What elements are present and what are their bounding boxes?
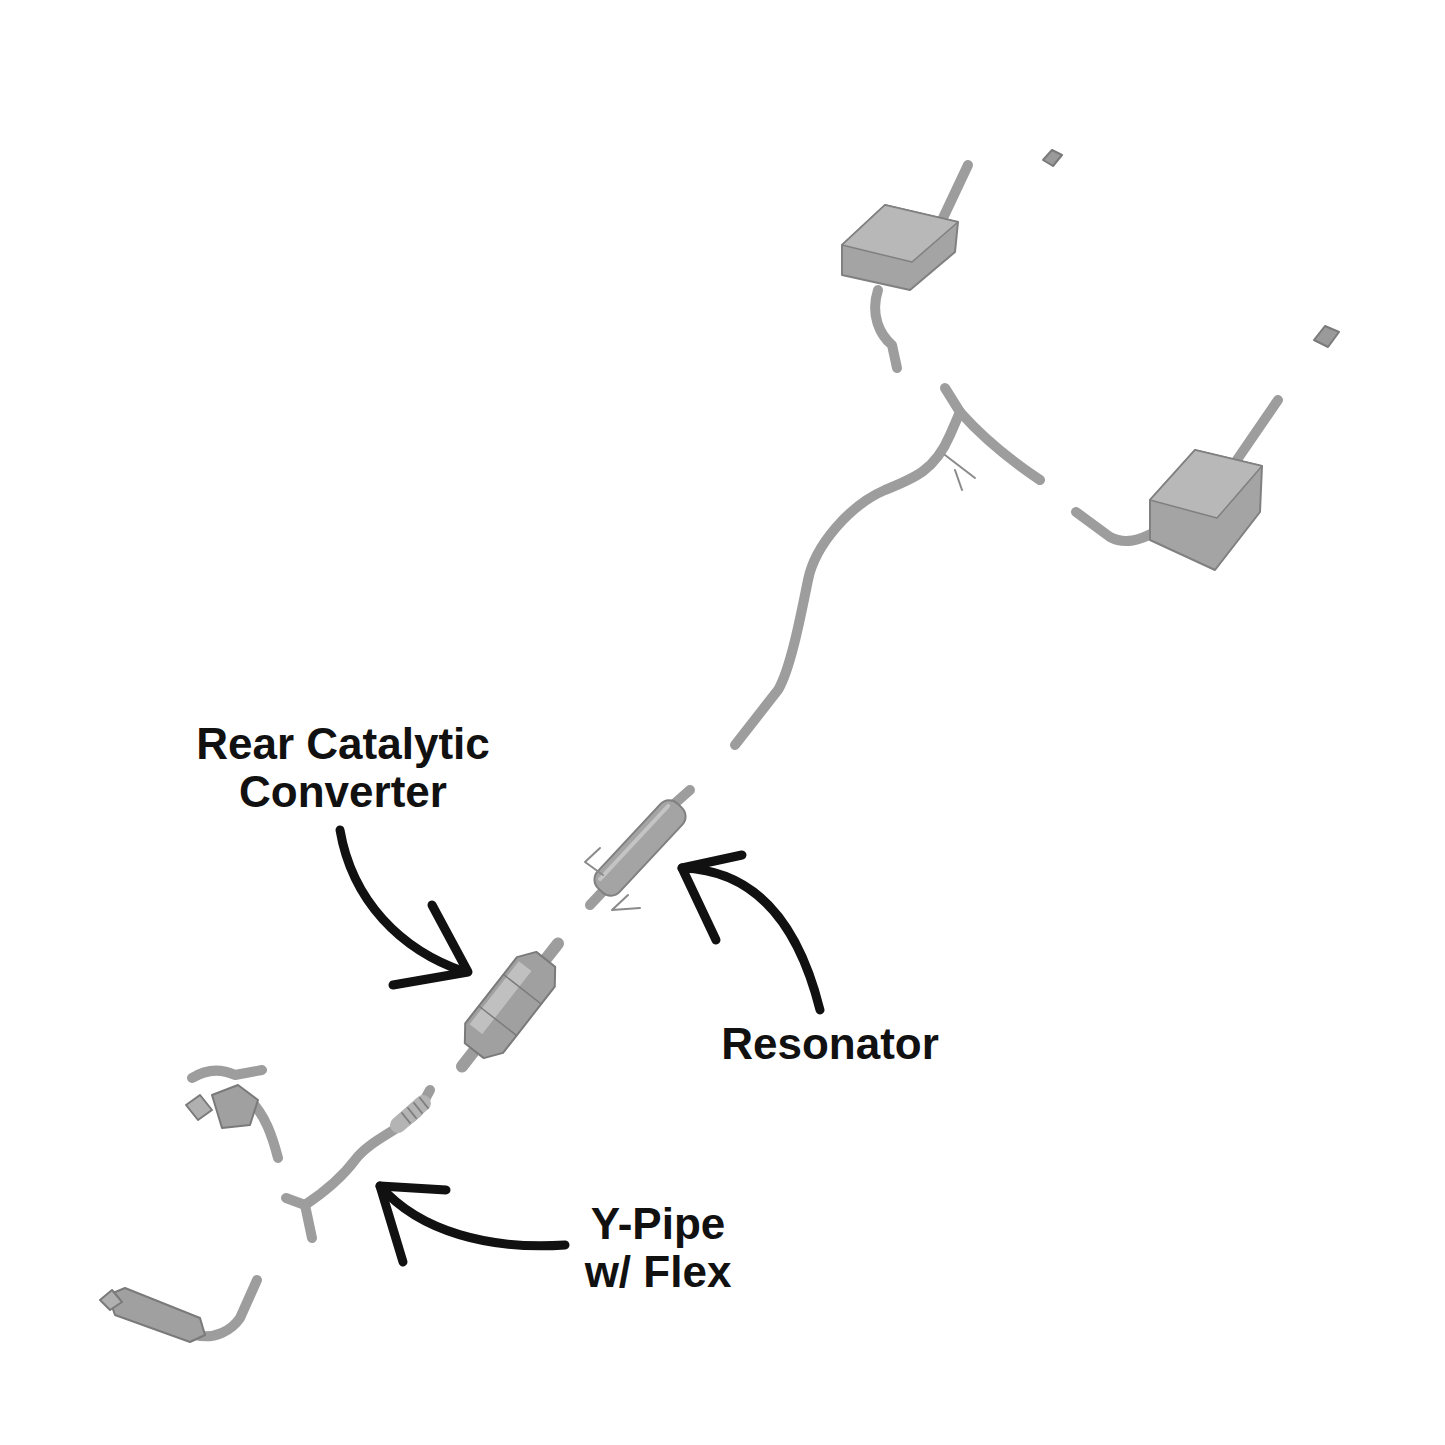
intermediate-pipe — [735, 412, 960, 745]
intermediate-pipe-branch — [960, 412, 1040, 480]
y-pipe-branch — [305, 1205, 312, 1238]
resonator-highlight — [600, 806, 668, 879]
leader-arrow — [682, 868, 820, 1010]
arrow-head — [682, 855, 742, 940]
downpipe-flange — [100, 1290, 122, 1310]
flex-ribs — [402, 1098, 428, 1123]
callout-label: Y-Pipe w/ Flex — [573, 1200, 743, 1296]
exhaust-tip — [1043, 150, 1062, 166]
manifold-flange — [186, 1095, 212, 1120]
resonator-body — [589, 795, 690, 900]
arrow-head — [380, 1186, 446, 1262]
converter-shell — [455, 945, 564, 1066]
exhaust-tip — [1314, 326, 1339, 347]
catalytic-converter — [443, 929, 577, 1081]
muffler — [842, 205, 958, 290]
downpipe — [195, 1280, 257, 1336]
muffler-face — [842, 205, 958, 262]
muffler-inlet-pipe — [1076, 512, 1155, 541]
converter-seam — [503, 974, 541, 1004]
muffler-inlet-pipe — [875, 290, 897, 368]
resonator-shell — [589, 795, 690, 900]
hanger — [945, 455, 975, 490]
muffler — [1150, 450, 1262, 570]
resonator-bracket — [585, 848, 640, 910]
converter-seam — [479, 1006, 517, 1036]
front-converter — [108, 1288, 205, 1342]
callout-label: Rear Catalytic Converter — [173, 720, 513, 816]
manifold-converter — [212, 1085, 258, 1128]
muffler-face — [1150, 450, 1262, 518]
leader-arrow — [380, 1186, 565, 1246]
arrow-head — [393, 905, 468, 985]
callout-label: Resonator — [680, 1020, 980, 1068]
exhaust-parts — [100, 150, 1339, 1342]
leader-arrow — [340, 830, 465, 972]
